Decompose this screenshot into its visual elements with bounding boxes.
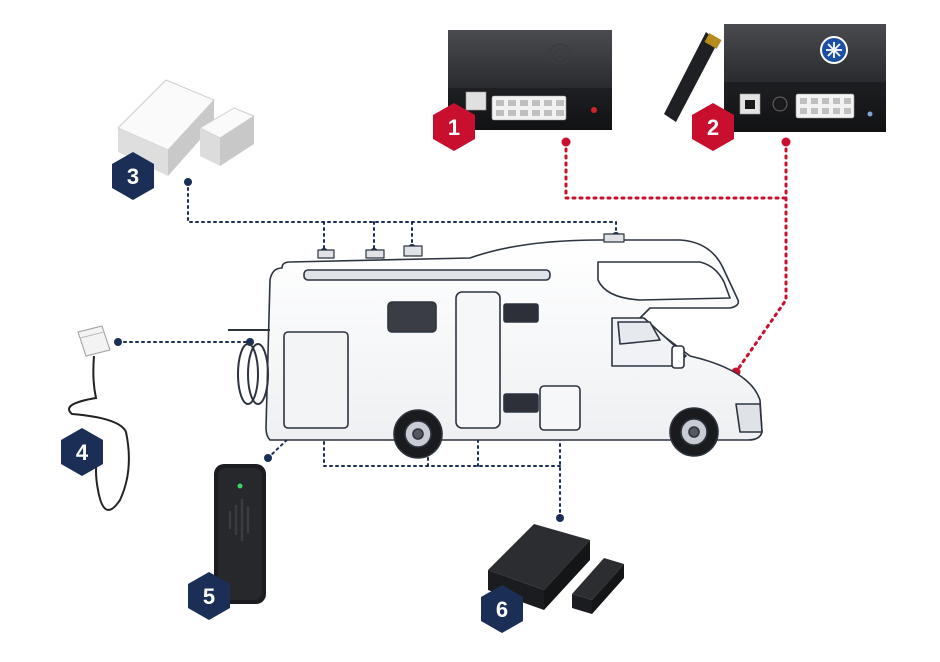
badge-2-label: 2 — [707, 115, 719, 140]
red-connections — [564, 140, 788, 374]
awning — [303, 269, 551, 281]
badge-4-label: 4 — [76, 440, 89, 465]
rear-wheel — [393, 409, 443, 459]
overcab — [597, 261, 731, 301]
badge-5: 5 — [188, 572, 230, 620]
badge-5-label: 5 — [203, 584, 215, 609]
front-wheel — [669, 407, 719, 457]
badge-3: 3 — [112, 152, 154, 200]
badge-6-label: 6 — [496, 597, 508, 622]
wireless-door-sensor-icon — [488, 524, 624, 614]
entry-door — [455, 291, 501, 429]
badge-2: 2 — [692, 103, 734, 151]
door-contact-sensor-icon — [117, 79, 256, 176]
badge-4: 4 — [61, 428, 103, 476]
alarm-control-unit-icon — [448, 30, 612, 130]
side-window — [387, 301, 437, 333]
bike-rack-icon — [228, 329, 270, 405]
badge-6: 6 — [481, 585, 523, 633]
gsm-tracker-unit-icon — [664, 24, 886, 132]
interior-siren-icon — [214, 464, 266, 604]
badge-1: 1 — [433, 103, 475, 151]
external-sensor-with-cable-icon — [68, 325, 130, 511]
motorhome-icon — [228, 233, 763, 459]
garage-door — [283, 331, 349, 429]
badge-1-label: 1 — [448, 115, 460, 140]
badge-3-label: 3 — [127, 164, 139, 189]
